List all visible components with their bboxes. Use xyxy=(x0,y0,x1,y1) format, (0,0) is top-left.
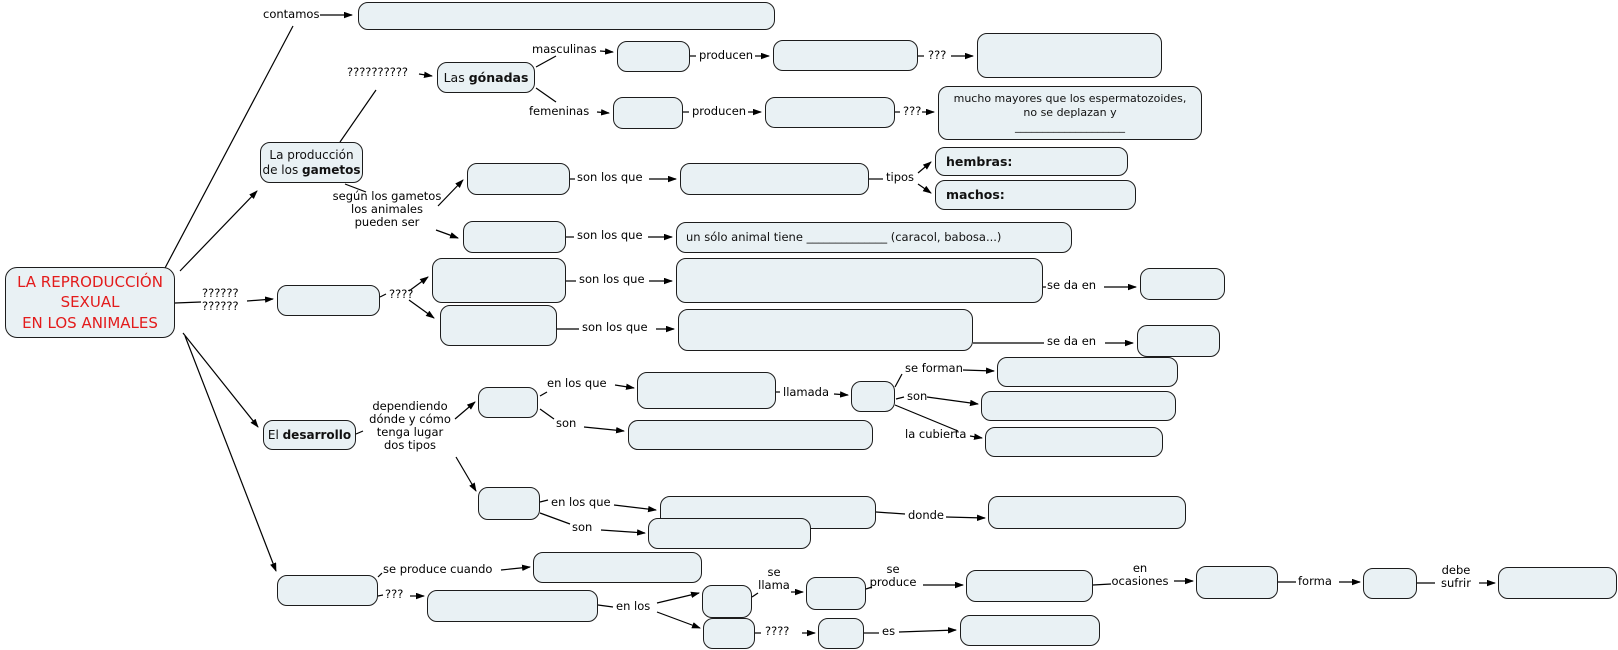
empty-box-fecundacion-tipo-1[interactable] xyxy=(432,258,566,303)
produccion-line1: La producción xyxy=(269,147,354,162)
desarrollo-prefix: El xyxy=(267,427,283,442)
link-label-en-los: en los xyxy=(616,599,651,613)
empty-box-son-1[interactable] xyxy=(981,391,1176,421)
link-label-segun-gametos: según los gametos los animales pueden se… xyxy=(332,189,442,229)
gonadas-word: gónadas xyxy=(468,69,529,85)
empty-box-debe-sufrir[interactable] xyxy=(1498,567,1617,599)
gonadas-prefix: Las xyxy=(443,69,469,85)
empty-box-desarrollo-tipo-2-son[interactable] xyxy=(648,518,811,549)
link-label-q3-fem: ??? xyxy=(903,104,922,118)
link-label-se-produce-cuando: se produce cuando xyxy=(383,562,493,576)
concept-hermafrodita-definicion[interactable]: un sólo animal tiene ______________ (car… xyxy=(676,222,1072,253)
empty-box-contamos[interactable] xyxy=(358,2,775,30)
empty-box-se-produce[interactable] xyxy=(966,570,1093,602)
link-label-son-2: son xyxy=(556,416,577,430)
link-label-debe-sufrir: debe sufrir xyxy=(1441,563,1471,590)
empty-box-tipo-animal-1[interactable] xyxy=(467,163,570,195)
link-label-son-3: son xyxy=(572,520,593,534)
link-label-es: es xyxy=(882,624,896,638)
empty-box-se-llama[interactable] xyxy=(806,577,866,610)
empty-box-en-ocasiones[interactable] xyxy=(1196,566,1278,599)
empty-box-en-los-2[interactable] xyxy=(703,618,755,649)
empty-box-se-forman[interactable] xyxy=(997,357,1178,387)
link-label-llamada: llamada xyxy=(783,385,830,399)
empty-box-es[interactable] xyxy=(960,615,1100,646)
link-label-en-ocasiones: en ocasiones xyxy=(1111,561,1169,588)
empty-box-forma[interactable] xyxy=(1363,568,1417,599)
link-label-q4-b: ???? xyxy=(765,624,790,638)
link-label-son-los-que-d: son los que xyxy=(582,320,648,334)
link-label-en-los-que-1: en los que xyxy=(547,376,607,390)
empty-box-tipo-animal-1-definicion[interactable] xyxy=(680,163,869,195)
empty-box-masculinas-caracteristicas[interactable] xyxy=(977,33,1162,78)
link-label-en-los-que-2: en los que xyxy=(551,495,611,509)
link-label-tipos: tipos xyxy=(886,170,915,184)
link-label-forma: forma xyxy=(1298,574,1332,588)
link-label-se-da-en-a: se da en xyxy=(1047,278,1097,292)
link-label-producen-masc: producen xyxy=(699,48,754,62)
empty-box-la-cubierta[interactable] xyxy=(985,427,1163,457)
concept-root-title[interactable]: LA REPRODUCCIÓN SEXUAL EN LOS ANIMALES xyxy=(5,267,175,338)
empty-box-en-los-1[interactable] xyxy=(702,585,752,618)
empty-box-llamada[interactable] xyxy=(851,381,895,412)
empty-box-fecundacion-tipo-2[interactable] xyxy=(440,305,557,346)
link-label-producen-fem: producen xyxy=(692,104,747,118)
link-label-donde: donde xyxy=(908,508,944,522)
empty-box-inferior-definicion[interactable] xyxy=(427,590,598,622)
link-label-se-da-en-b: se da en xyxy=(1047,334,1097,348)
link-label-q6: ?????? ?????? xyxy=(202,286,239,313)
concept-las-gonadas[interactable]: Las gónadas xyxy=(437,62,535,93)
link-label-son-los-que-b: son los que xyxy=(577,228,643,242)
link-label-la-cubierta: la cubierta xyxy=(905,427,967,441)
link-label-son-los-que-c: son los que xyxy=(579,272,645,286)
empty-box-masculinas-producen[interactable] xyxy=(773,40,918,71)
produccion-prefix: de los xyxy=(262,162,303,177)
empty-box-desarrollo-tipo-1-en-los-que[interactable] xyxy=(637,372,776,409)
link-label-se-llama: se llama xyxy=(758,565,790,592)
empty-box-q4-target[interactable] xyxy=(818,618,864,649)
empty-box-desarrollo-tipo-1-son[interactable] xyxy=(628,420,873,450)
produccion-word: gametos xyxy=(302,162,361,177)
empty-box-gonadas-masculinas[interactable] xyxy=(617,41,690,72)
link-label-masculinas: masculinas xyxy=(532,42,597,56)
concept-ovulos-caracteristicas[interactable]: mucho mayores que los espermatozoides, n… xyxy=(938,86,1202,140)
link-label-q10: ?????????? xyxy=(347,65,409,79)
concept-machos[interactable]: machos: xyxy=(935,180,1136,210)
empty-box-fecundacion[interactable] xyxy=(277,285,380,316)
link-label-q4: ???? xyxy=(389,287,414,301)
link-label-dependiendo: dependiendo dónde y cómo tenga lugar dos… xyxy=(369,399,451,452)
empty-box-tipo-animal-2[interactable] xyxy=(463,221,566,253)
link-label-son-1: son xyxy=(907,389,928,403)
empty-box-fecundacion-tipo-1-definicion[interactable] xyxy=(676,258,1043,303)
empty-box-se-produce-cuando[interactable] xyxy=(533,552,702,583)
link-label-femeninas: femeninas xyxy=(529,104,590,118)
link-label-q3-b: ??? xyxy=(385,587,404,601)
empty-box-gonadas-femeninas[interactable] xyxy=(613,97,683,129)
link-label-son-los-que-a: son los que xyxy=(577,170,643,184)
empty-box-seccion-inferior[interactable] xyxy=(277,575,378,606)
concept-el-desarrollo[interactable]: El desarrollo xyxy=(263,420,356,450)
desarrollo-word: desarrollo xyxy=(282,427,352,442)
concept-hembras[interactable]: hembras: xyxy=(935,147,1128,176)
link-label-contamos: contamos xyxy=(263,7,320,21)
link-label-se-forman: se forman xyxy=(905,361,963,375)
empty-box-fecundacion-tipo-2-definicion[interactable] xyxy=(678,309,973,351)
empty-box-donde[interactable] xyxy=(988,496,1186,529)
empty-box-desarrollo-tipo-2[interactable] xyxy=(478,487,540,520)
empty-box-fecundacion-tipo-1-se-da-en[interactable] xyxy=(1140,268,1225,300)
empty-box-femeninas-producen[interactable] xyxy=(765,97,895,128)
link-label-q3-masc: ??? xyxy=(928,48,947,62)
empty-box-desarrollo-tipo-1[interactable] xyxy=(478,387,538,418)
link-label-se-produce: se produce xyxy=(869,562,917,589)
empty-box-fecundacion-tipo-2-se-da-en[interactable] xyxy=(1137,325,1220,357)
